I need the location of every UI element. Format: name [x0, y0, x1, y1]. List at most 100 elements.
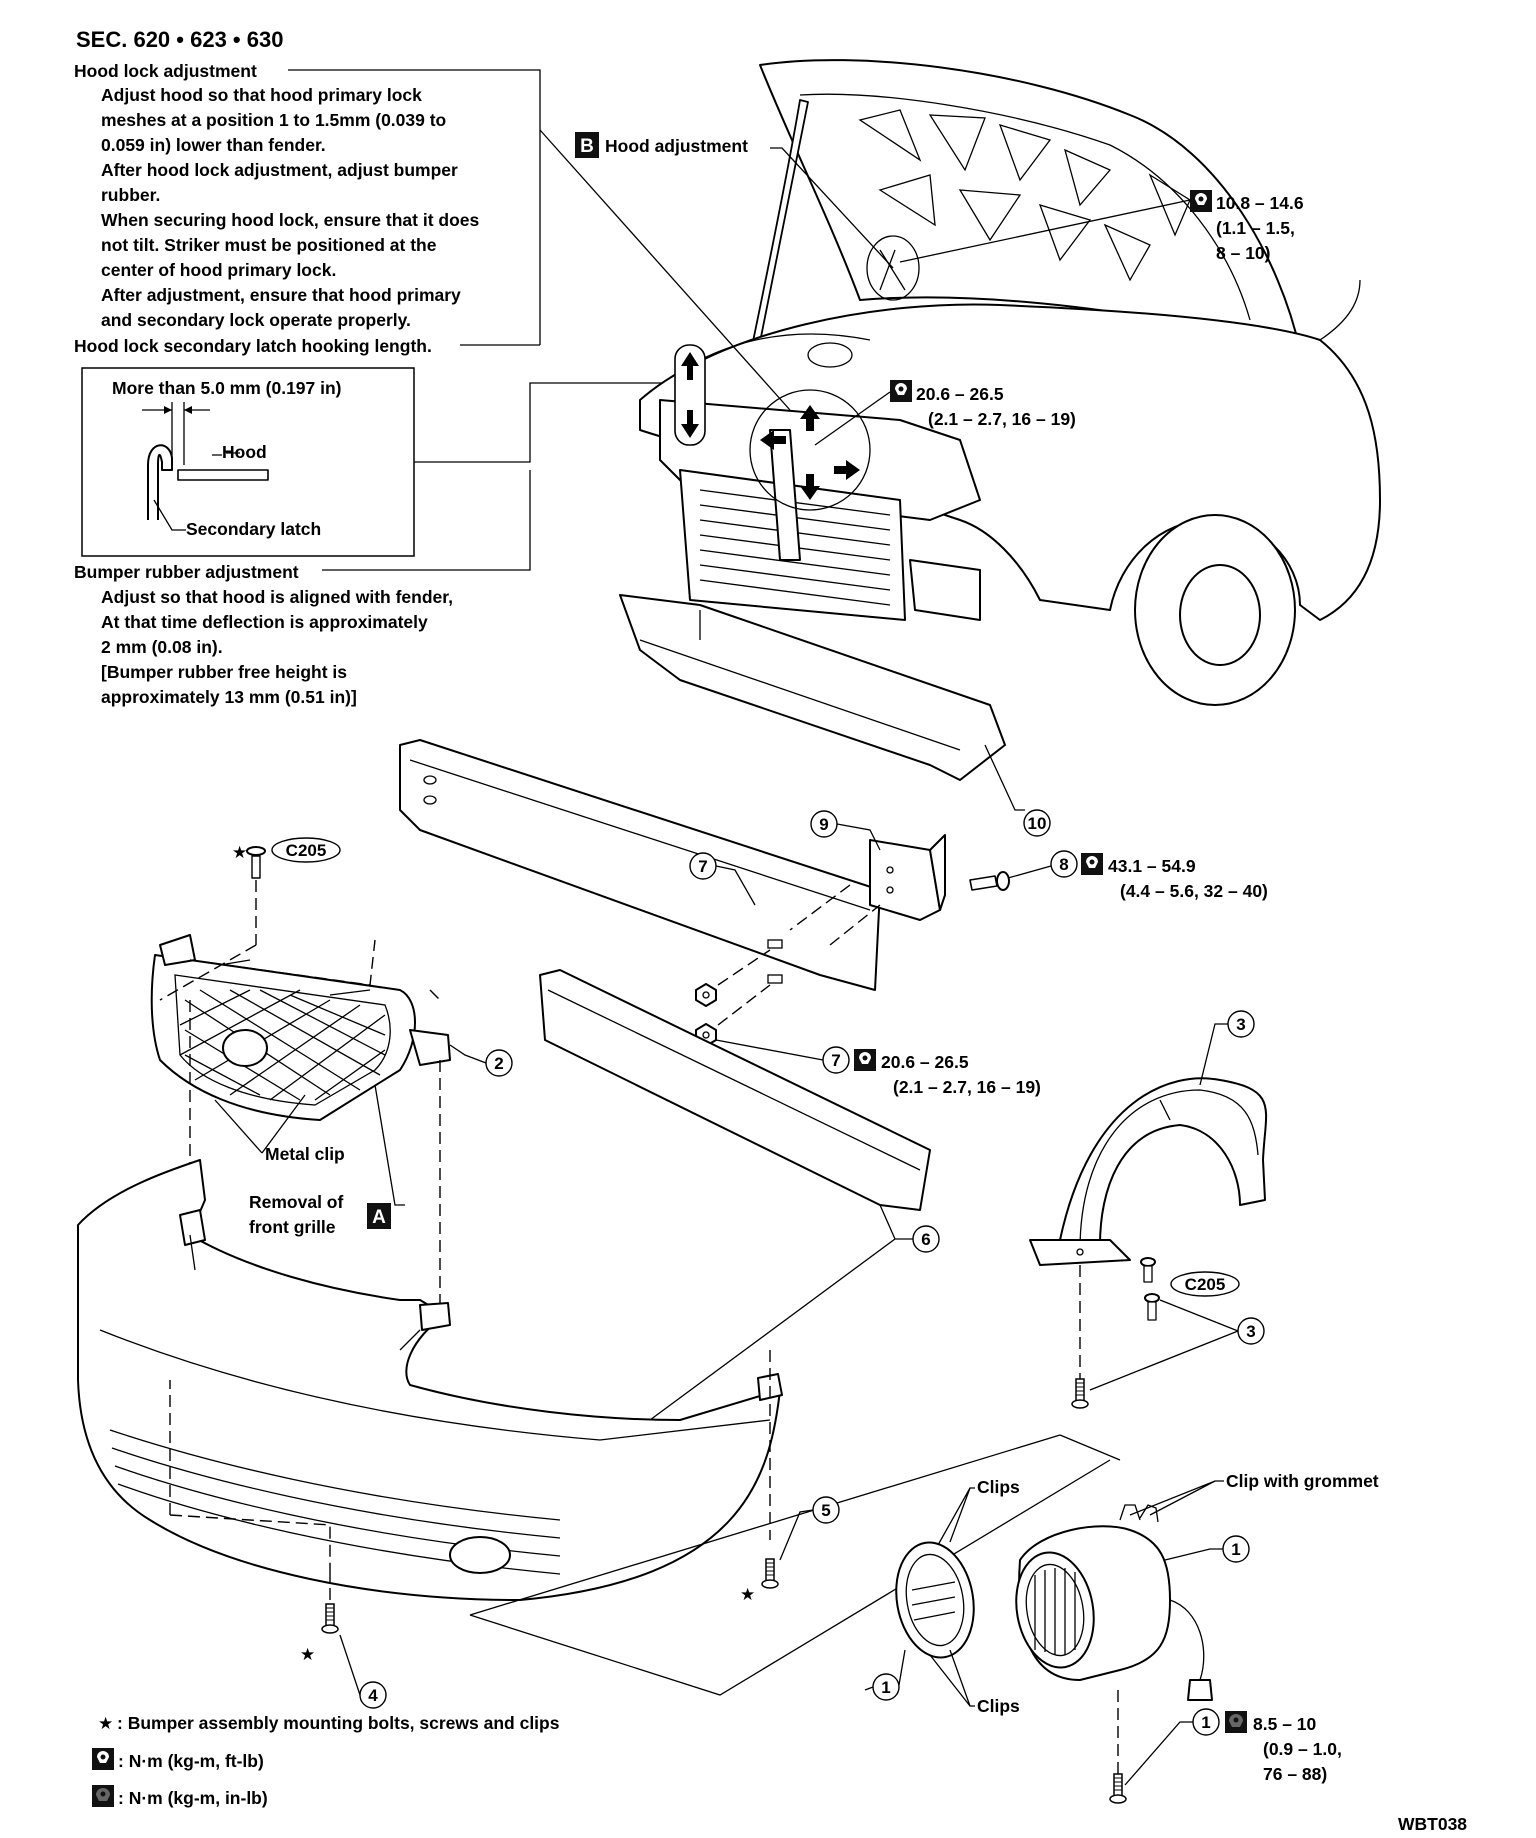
- bumper-rubber-line: [Bumper rubber free height is: [101, 662, 347, 682]
- hood-adjustment-callout: B Hood adjustment: [539, 129, 894, 411]
- hood-lock-line-leader: [539, 129, 791, 411]
- clip-code-oval: [271, 837, 341, 863]
- torque-nut-7: 20.6 – 26.5 (2.1 – 2.7, 16 – 19): [854, 1049, 1041, 1097]
- hood-lock-heading: Hood lock adjustment: [74, 61, 257, 81]
- hood-inner-frame: [799, 93, 1251, 321]
- clips-bottom-label: Clips: [977, 1696, 1020, 1716]
- lens-ribs: [1034, 1568, 1076, 1655]
- hood-hinge-bracket: [879, 249, 906, 291]
- removal-label-line1: Removal of: [249, 1192, 343, 1212]
- latch-hood-label: Hood: [222, 442, 267, 462]
- bracket-bolt-head: [996, 871, 1010, 891]
- windshield-edge: [1319, 279, 1361, 341]
- bumper-beam-edge: [409, 759, 871, 911]
- hood-leader: [212, 452, 240, 456]
- bumper-rubber-heading: Bumper rubber adjustment: [74, 562, 299, 582]
- latch-secondary-label: Secondary latch: [186, 519, 321, 539]
- stay-bracket-body: [869, 839, 941, 921]
- callout-3-screw-leader: [1089, 1299, 1239, 1391]
- dimension-arrowheads: [164, 406, 192, 414]
- lock-torque-leader: [814, 391, 891, 446]
- bumper-tab-left: [179, 1209, 206, 1246]
- callout-7-nut-leader: [715, 1039, 824, 1061]
- foglamp-opening: [449, 1536, 511, 1574]
- legend-star-text: : Bumper assembly mounting bolts, screws…: [117, 1713, 560, 1733]
- secondary-latch-inset: More than 5.0 mm (0.197 in) Hood Seconda…: [81, 367, 415, 557]
- hood-lock-stay: [769, 429, 801, 561]
- hood-lock-line: meshes at a position 1 to 1.5mm (0.039 t…: [101, 110, 446, 130]
- lower-support-bracket: [909, 559, 981, 621]
- legend-nm-ft: : N·m (kg-m, ft-lb): [118, 1751, 264, 1771]
- callout-8-text: 8: [1059, 855, 1068, 874]
- hood-lock-line: rubber.: [101, 185, 160, 205]
- hood-adjustment-label: Hood adjustment: [605, 136, 748, 156]
- callout-4-leader: [339, 1634, 361, 1696]
- secondary-latch-heading: Hood lock secondary latch hooking length…: [74, 336, 432, 356]
- front-grille-frame: [150, 954, 416, 1121]
- hood-lock-line: 0.059 in) lower than fender.: [101, 135, 326, 155]
- bumper-rubber-instructions: Adjust so that hood is aligned with fend…: [101, 587, 453, 707]
- torque-value: (4.4 – 5.6, 32 – 40): [1120, 881, 1268, 901]
- protector-rib: [1159, 1099, 1171, 1121]
- foglamp-outline-top: [1059, 1434, 1121, 1461]
- foglamp-screw: [1109, 1773, 1127, 1804]
- callout-3-text: 3: [1236, 1015, 1245, 1034]
- bumper-bolt-5: ★: [740, 1350, 779, 1604]
- torque-wrench-dark-icon: [1225, 1711, 1247, 1733]
- fender-protector-inner: [1079, 1089, 1259, 1251]
- bumper-screw: [761, 1558, 779, 1589]
- bumper-tab-edges: [189, 1234, 421, 1351]
- torque-foglamp: 8.5 – 10 (0.9 – 1.0, 76 – 88): [1225, 1711, 1342, 1784]
- callout-5-leader: [779, 1509, 814, 1561]
- foglamp-outline-guides: [469, 1434, 1111, 1696]
- reservoir-cap: [807, 342, 853, 368]
- grille-upper-clip: ★ C205: [159, 837, 341, 1001]
- clips-bottom-leader: [929, 1649, 975, 1707]
- bumper-beam-body: [399, 739, 881, 991]
- torque-value: 76 – 88): [1263, 1764, 1327, 1784]
- torque-value: 20.6 – 26.5: [881, 1052, 969, 1072]
- legend: ★ : Bumper assembly mounting bolts, scre…: [92, 1713, 560, 1808]
- bumper-rubber-line: At that time deflection is approximately: [101, 612, 428, 632]
- bumper-rubber-line: Adjust so that hood is aligned with fend…: [101, 587, 453, 607]
- clip-head: [246, 846, 266, 856]
- clip-code-oval: [1170, 1271, 1240, 1297]
- hood-adjustment-badge-letter: B: [580, 136, 594, 157]
- legend-star: ★: [98, 1714, 113, 1733]
- torque-wrench-icon: [1081, 853, 1103, 875]
- hood-lock-line: When securing hood lock, ensure that it …: [101, 210, 480, 230]
- protector-clip-lower: [1144, 1293, 1160, 1303]
- bumper-beam: [399, 739, 881, 991]
- legend-wrench-dark-icon: [92, 1785, 114, 1807]
- hood-lock-line: After adjustment, ensure that hood prima…: [101, 285, 461, 305]
- latch-measure-label: More than 5.0 mm (0.197 in): [112, 378, 342, 398]
- secondary-latch-hook: [147, 444, 173, 520]
- callout-2-text: 2: [494, 1054, 503, 1073]
- stay-bracket-side: [929, 834, 946, 911]
- removal-badge: [367, 1203, 391, 1229]
- hinge-torque-leader: [899, 199, 1191, 263]
- torque-value: (2.1 – 2.7, 16 – 19): [893, 1077, 1041, 1097]
- latch-leader: [153, 499, 186, 531]
- bolt4-dashed-guides: [169, 1380, 331, 1610]
- absorber-edge: [547, 989, 921, 1171]
- foglamp-harness: [1169, 1599, 1205, 1681]
- protector-screw: [1071, 1378, 1089, 1409]
- callout-10: [1023, 809, 1051, 837]
- front-grille: [150, 934, 451, 1121]
- metal-clip-leader: [214, 1094, 306, 1154]
- callout-9-leader: [836, 823, 881, 851]
- callout-1-screw-leader: [1124, 1721, 1193, 1786]
- hood-lock-line: and secondary lock operate properly.: [101, 310, 411, 330]
- bolt5-star: ★: [740, 1585, 755, 1604]
- reinforcement-edge: [639, 610, 961, 751]
- torque-value: (0.9 – 1.0,: [1263, 1739, 1342, 1759]
- hood-hinge-detail: [866, 235, 920, 301]
- bumper-fascia-body: [77, 1159, 781, 1601]
- callout-3-leader: [1199, 1023, 1228, 1086]
- removal-badge-letter: A: [372, 1207, 386, 1228]
- callout-2-leader: [449, 1044, 487, 1064]
- removal-label-line2: front grille: [249, 1217, 336, 1237]
- hood-adjustment-leader: [770, 147, 894, 269]
